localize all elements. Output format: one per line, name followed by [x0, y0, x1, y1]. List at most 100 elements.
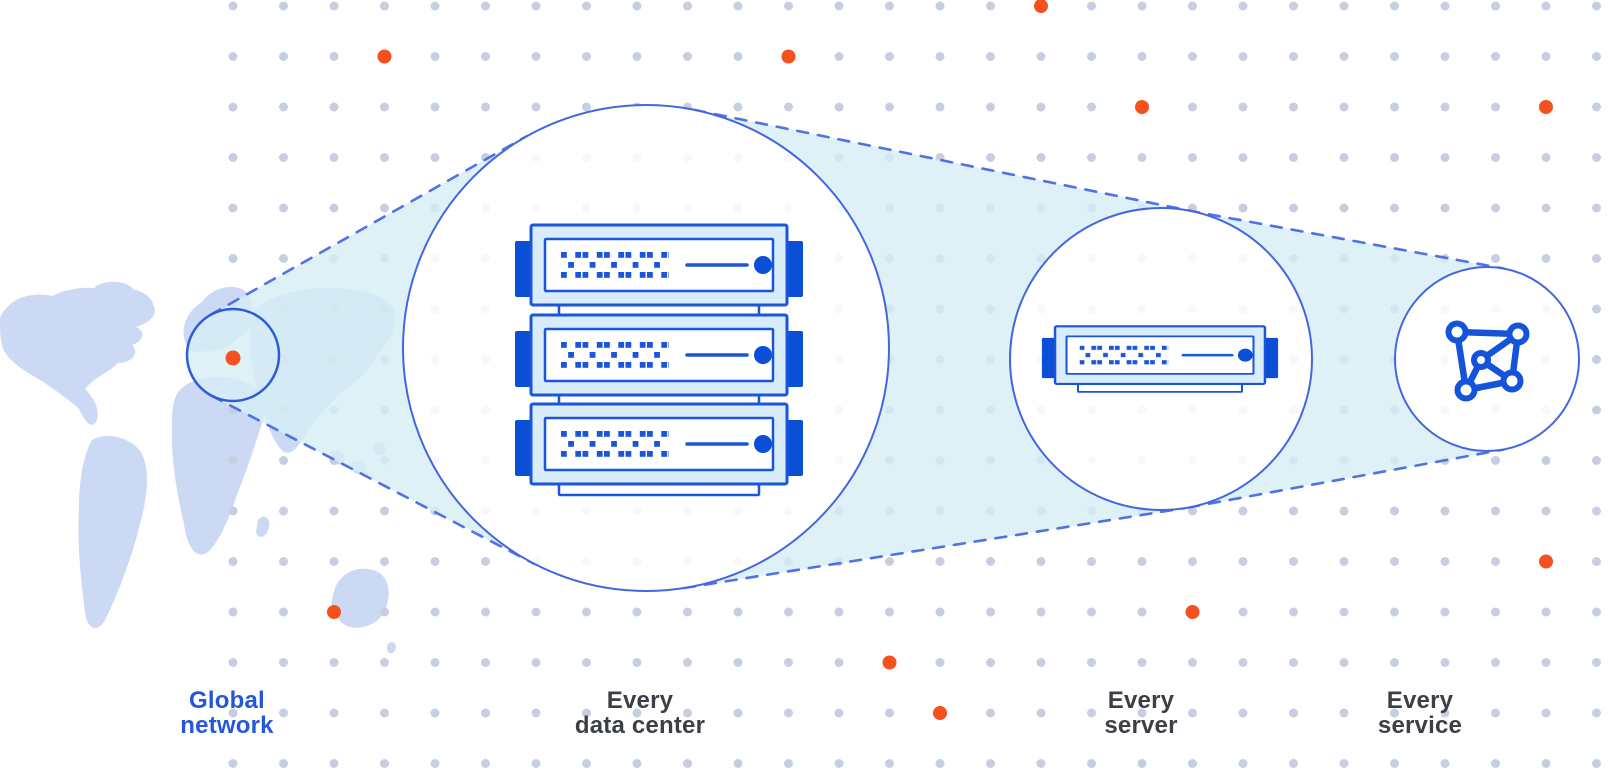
- grid-dot: [1440, 102, 1450, 112]
- grid-dot: [1541, 456, 1551, 465]
- grid-dot: [1592, 607, 1601, 617]
- grid-dot: [380, 607, 389, 617]
- grid-dot: [1238, 102, 1248, 112]
- grid-dot: [1238, 52, 1248, 61]
- grid-dot: [531, 607, 541, 617]
- grid-dot: [1238, 506, 1248, 516]
- grid-dot: [834, 52, 844, 61]
- grid-dot: [1087, 557, 1096, 566]
- grid-dot: [834, 607, 844, 617]
- grid-dot: [632, 52, 642, 61]
- grid-dot: [1592, 355, 1601, 364]
- grid-dot: [1541, 52, 1551, 61]
- grid-dot: [1188, 102, 1197, 112]
- accent-dot: [933, 706, 947, 720]
- grid-dot: [531, 102, 541, 112]
- grid-dot: [885, 557, 894, 566]
- grid-dot: [1339, 658, 1349, 667]
- grid-dot: [885, 102, 894, 112]
- grid-dot: [380, 203, 389, 213]
- grid-dot: [1188, 52, 1197, 61]
- grid-dot: [228, 203, 238, 213]
- grid-dot: [1238, 153, 1248, 162]
- grid-dot: [935, 607, 945, 617]
- grid-dot: [986, 557, 995, 566]
- grid-dot: [329, 153, 339, 162]
- grid-dot: [784, 759, 793, 768]
- grid-dot: [380, 759, 389, 768]
- accent-dot: [1539, 100, 1553, 114]
- grid-dot: [1137, 557, 1147, 566]
- accent-dot: [1135, 100, 1149, 114]
- grid-dot: [1036, 102, 1046, 112]
- grid-dot: [1390, 658, 1399, 667]
- grid-dot: [481, 708, 490, 718]
- grid-dot: [380, 557, 389, 566]
- globe-location-marker-dot: [225, 350, 241, 366]
- grid-dot: [228, 759, 238, 768]
- grid-dot: [1339, 203, 1349, 213]
- grid-dot: [380, 153, 389, 162]
- grid-dot: [582, 1, 591, 11]
- grid-dot: [1036, 658, 1046, 667]
- grid-dot: [1238, 203, 1248, 213]
- grid-dot: [279, 52, 288, 61]
- grid-dot: [733, 607, 743, 617]
- grid-dot: [986, 658, 995, 667]
- grid-dot: [1087, 708, 1096, 718]
- grid-dot: [228, 506, 238, 516]
- grid-dot: [632, 708, 642, 718]
- grid-dot: [986, 1, 995, 11]
- grid-dot: [1440, 607, 1450, 617]
- grid-dot: [1087, 52, 1096, 61]
- grid-dot: [430, 759, 440, 768]
- grid-dot: [885, 1, 894, 11]
- grid-dot: [1289, 203, 1298, 213]
- grid-dot: [1440, 52, 1450, 61]
- grid-dot: [1440, 153, 1450, 162]
- zoom-cone-server-to-service: [1188, 210, 1504, 508]
- grid-dot: [1390, 759, 1399, 768]
- grid-dot: [986, 708, 995, 718]
- grid-dot: [582, 708, 591, 718]
- grid-dot: [1339, 1, 1349, 11]
- grid-dot: [380, 102, 389, 112]
- grid-dot: [683, 658, 692, 667]
- grid-dot: [1390, 1, 1399, 11]
- label-line: network: [180, 712, 274, 739]
- grid-dot: [1036, 557, 1046, 566]
- accent-dot: [377, 49, 392, 64]
- grid-dot: [1339, 506, 1349, 516]
- grid-dot: [1289, 557, 1298, 566]
- grid-dot: [1289, 52, 1298, 61]
- grid-dot: [1541, 1, 1551, 11]
- grid-dot: [380, 1, 389, 11]
- label-every-service: Every service: [1378, 688, 1462, 738]
- server-unit-3: [513, 402, 805, 497]
- grid-dot: [1289, 607, 1298, 617]
- grid-dot: [1541, 203, 1551, 213]
- grid-dot: [733, 759, 743, 768]
- grid-dot: [935, 1, 945, 11]
- grid-dot: [1440, 506, 1450, 516]
- grid-dot: [1440, 557, 1450, 566]
- grid-dot: [1440, 708, 1450, 718]
- grid-dot: [228, 153, 238, 162]
- grid-dot: [1541, 658, 1551, 667]
- accent-dot: [781, 49, 796, 64]
- grid-dot: [632, 607, 642, 617]
- grid-dot: [1390, 203, 1399, 213]
- grid-dot: [228, 254, 238, 263]
- grid-dot: [582, 102, 591, 112]
- grid-dot: [986, 607, 995, 617]
- server-unit-2: [513, 313, 805, 408]
- grid-dot: [329, 759, 339, 768]
- grid-dot: [329, 102, 339, 112]
- grid-dot: [1036, 153, 1046, 162]
- grid-dot: [1188, 708, 1197, 718]
- grid-dot: [1592, 153, 1601, 162]
- grid-dot: [1137, 52, 1147, 61]
- label-every-data-center: Every data center: [575, 688, 705, 738]
- label-line: Global: [189, 687, 265, 714]
- grid-dot: [1289, 708, 1298, 718]
